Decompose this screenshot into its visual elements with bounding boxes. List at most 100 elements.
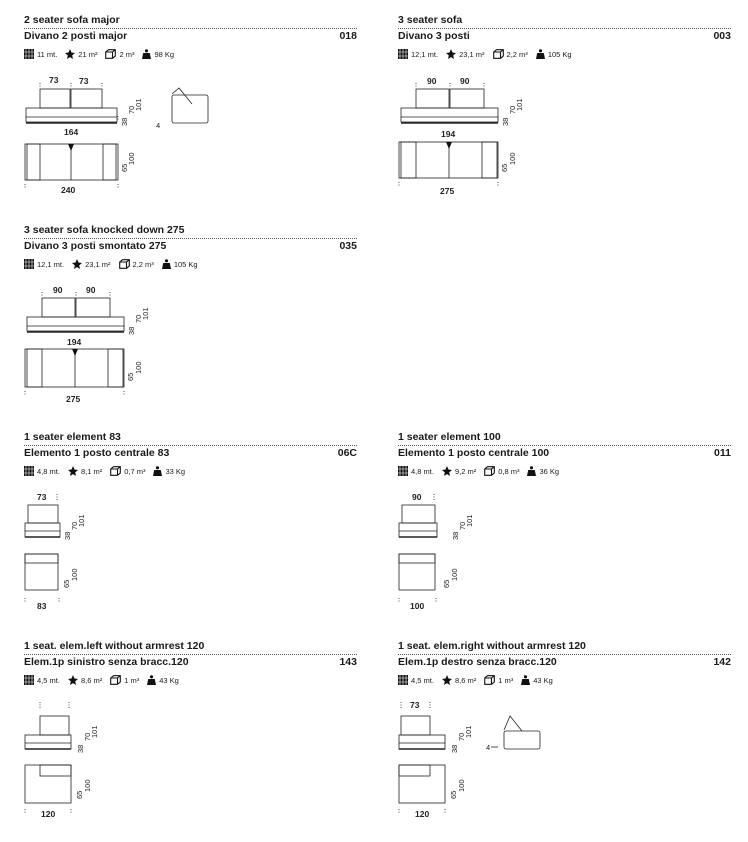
product-title-en: 1 seat. elem.right without armrest 120 (398, 640, 586, 652)
dimension-label: 100 (127, 152, 136, 165)
divider (24, 654, 357, 655)
dimension-label: 73 (49, 75, 59, 85)
technical-drawing: 73 120 38 70 101 65 100 4 (398, 700, 568, 825)
dimension-label: 4 (486, 743, 490, 752)
dimension-label: 100 (457, 779, 466, 792)
weight-icon (153, 466, 163, 476)
product-title-it: Divano 3 posti (398, 30, 470, 42)
technical-drawing: 120 38 70 101 65 100 (24, 700, 154, 825)
product-code: 035 (339, 240, 357, 252)
fabric-icon (24, 49, 34, 59)
dimension-label: 73 (79, 76, 89, 86)
dimension-label: 90 (86, 285, 96, 295)
leather-icon (72, 259, 83, 269)
dimension-label: 65 (126, 373, 135, 381)
product-card: 1 seat. elem.left without armrest 120 El… (24, 640, 357, 686)
divider (24, 28, 357, 29)
dimension-label: 38 (451, 532, 460, 540)
technical-drawing: 73 73 164 240 38 70 101 65 100 4 (24, 75, 224, 196)
product-title-en: 1 seat. elem.left without armrest 120 (24, 640, 205, 652)
divider (398, 654, 731, 655)
dimension-label: 90 (427, 76, 437, 86)
dimension-label: 194 (67, 337, 81, 347)
leather-icon (441, 466, 452, 476)
spec-row: 4,8 mt. 8,1 m² 0,7 m³ 33 Kg (24, 465, 357, 477)
dimension-label: 38 (501, 118, 510, 126)
weight-icon (147, 675, 157, 685)
dimension-label: 100 (508, 152, 517, 165)
weight-value: 43 Kg (159, 675, 179, 685)
fabric-icon (24, 259, 34, 269)
leather-icon (67, 675, 78, 685)
box-icon (484, 466, 496, 476)
dimension-label: 65 (442, 580, 451, 588)
leather-icon (65, 49, 76, 59)
dimension-label: 194 (441, 129, 455, 139)
dimension-label: 90 (53, 285, 63, 295)
product-title-en: 2 seater sofa major (24, 14, 120, 26)
fabric-value: 4,8 mt. (411, 466, 434, 476)
dimension-label: 100 (410, 601, 424, 611)
divider (24, 445, 357, 446)
volume-value: 2 m³ (119, 49, 135, 59)
product-code: 06C (337, 447, 357, 459)
fabric-icon (24, 675, 34, 685)
box-icon (118, 259, 130, 269)
dimension-label: 38 (63, 532, 72, 540)
fabric-icon (398, 675, 408, 685)
dimension-label: 101 (464, 725, 473, 738)
dimension-label: 38 (120, 118, 129, 126)
box-icon (105, 49, 117, 59)
divider (398, 28, 731, 29)
dimension-label: 70 (458, 522, 467, 530)
product-code: 018 (339, 30, 357, 42)
dimension-label: 101 (465, 514, 474, 527)
volume-value: 1 m³ (498, 675, 514, 685)
box-icon (484, 675, 496, 685)
product-title-it: Elem.1p sinistro senza bracc.120 (24, 656, 189, 668)
dimension-label: 70 (508, 106, 517, 114)
leather-value: 23,1 m² (459, 49, 485, 59)
volume-value: 0,8 m³ (498, 466, 520, 476)
volume-value: 0,7 m³ (124, 466, 146, 476)
volume-value: 2,2 m³ (506, 49, 528, 59)
spec-row: 4,8 mt. 9,2 m² 0,8 m³ 36 Kg (398, 465, 731, 477)
weight-icon (521, 675, 531, 685)
dimension-label: 38 (127, 327, 136, 335)
product-title-it: Elemento 1 posto centrale 100 (398, 447, 550, 459)
fabric-value: 12,1 mt. (411, 49, 439, 59)
dimension-label: 100 (83, 779, 92, 792)
dimension-label: 275 (66, 394, 80, 404)
volume-value: 2,2 m³ (132, 259, 154, 269)
weight-icon (535, 49, 545, 59)
leather-icon (441, 675, 452, 685)
fabric-value: 4,5 mt. (411, 675, 434, 685)
dimension-label: 275 (440, 186, 454, 196)
box-icon (110, 675, 122, 685)
weight-value: 43 Kg (533, 675, 553, 685)
fabric-value: 11 mt. (37, 49, 58, 59)
dimension-label: 100 (450, 568, 459, 581)
product-code: 003 (713, 30, 731, 42)
dimension-label: 164 (64, 127, 78, 137)
dimension-label: 83 (37, 601, 47, 611)
dimension-label: 90 (460, 76, 470, 86)
product-code: 142 (713, 656, 731, 668)
divider (24, 238, 357, 239)
weight-value: 33 Kg (165, 466, 186, 476)
dimension-label: 101 (134, 98, 143, 111)
leather-value: 8,6 m² (454, 675, 477, 685)
leather-value: 8,6 m² (80, 675, 103, 685)
product-code: 011 (714, 447, 731, 459)
dimension-label: 70 (134, 315, 143, 323)
leather-value: 21 m² (78, 49, 98, 59)
dimension-label: 65 (449, 791, 458, 799)
fabric-icon (398, 49, 408, 59)
product-card: 1 seat. elem.right without armrest 120 E… (398, 640, 731, 686)
dimension-label: 65 (120, 164, 129, 172)
dimension-label: 70 (70, 522, 79, 530)
box-icon (110, 466, 122, 476)
leather-value: 23,1 m² (85, 259, 111, 269)
weight-value: 98 Kg (154, 49, 175, 59)
spec-row: 4,5 mt. 8,6 m² 1 m³ 43 Kg (24, 674, 357, 686)
